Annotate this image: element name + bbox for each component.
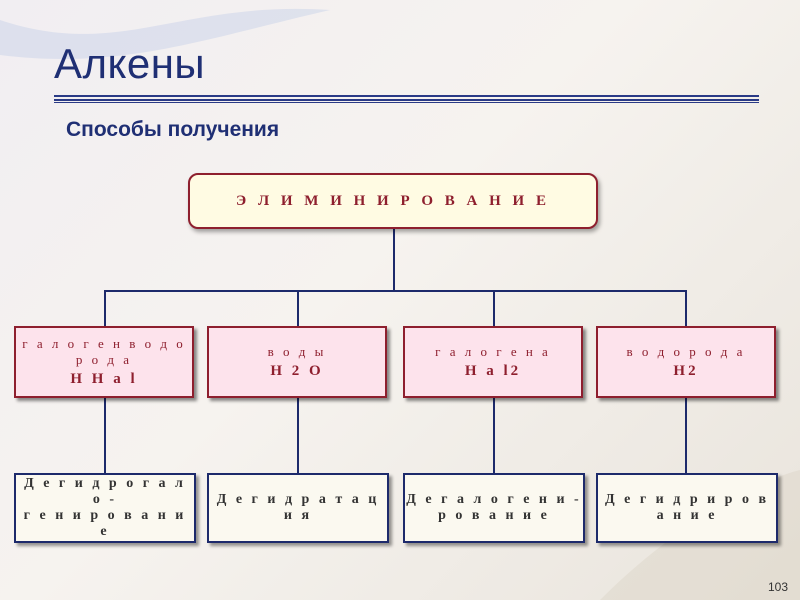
reagent-formula: H 2 O (270, 363, 324, 379)
connector-line (297, 398, 299, 473)
connector-line (104, 290, 687, 292)
process-label-line2: г е н и р о в а н и е (23, 508, 187, 539)
reagent-label: в о д о р о д а (626, 344, 746, 359)
slide-title: Алкены (54, 40, 206, 87)
elimination-root-box: Э Л И М И Н И Р О В А Н И Е (188, 173, 598, 229)
process-box-dehydration: Д е г и д р а т а ц и я (207, 473, 389, 543)
reagent-box-halogen: г а л о г е н а H a l2 (403, 326, 583, 398)
process-box-dehydrogenation: Д е г и д р и р о в а н и е (596, 473, 778, 543)
reagent-label: г а л о г е н а (435, 344, 551, 359)
process-box-dehydrohalogenation: Д е г и д р о г а л о - г е н и р о в а … (14, 473, 196, 543)
connector-line (297, 290, 299, 326)
reagent-label: в о д ы (267, 344, 327, 359)
reagent-label: г а л о г е н в о д о р о д а (22, 336, 186, 367)
slide-subtitle: Способы получения (66, 118, 280, 141)
process-label-line1: Д е г и д р о г а л о - (24, 476, 186, 507)
connector-line (393, 229, 395, 291)
connector-line (685, 290, 687, 326)
root-label: Э Л И М И Н И Р О В А Н И Е (236, 192, 550, 209)
connector-line (493, 290, 495, 326)
page-number: 103 (767, 580, 788, 594)
reagent-box-hydrogen-halide: г а л о г е н в о д о р о д а H H a l (14, 326, 194, 398)
connector-line (493, 398, 495, 473)
connector-line (104, 290, 106, 326)
process-label-line2: р о в а н и е (438, 508, 550, 523)
connector-line (685, 398, 687, 473)
title-rule (54, 95, 759, 97)
reagent-formula: H a l2 (464, 363, 522, 379)
reagent-formula: H2 (673, 363, 699, 379)
connector-line (104, 398, 106, 473)
reagent-box-hydrogen: в о д о р о д а H2 (596, 326, 776, 398)
process-label-line1: Д е г и д р и р о в а н и е (604, 492, 770, 523)
process-label-line1: Д е г а л о г е н и - (406, 492, 582, 507)
process-label-line1: Д е г и д р а т а ц и я (216, 492, 380, 523)
title-rule (54, 102, 759, 103)
title-rule (54, 99, 759, 101)
process-box-dehalogenation: Д е г а л о г е н и - р о в а н и е (403, 473, 585, 543)
reagent-formula: H H a l (70, 371, 138, 387)
reagent-box-water: в о д ы H 2 O (207, 326, 387, 398)
